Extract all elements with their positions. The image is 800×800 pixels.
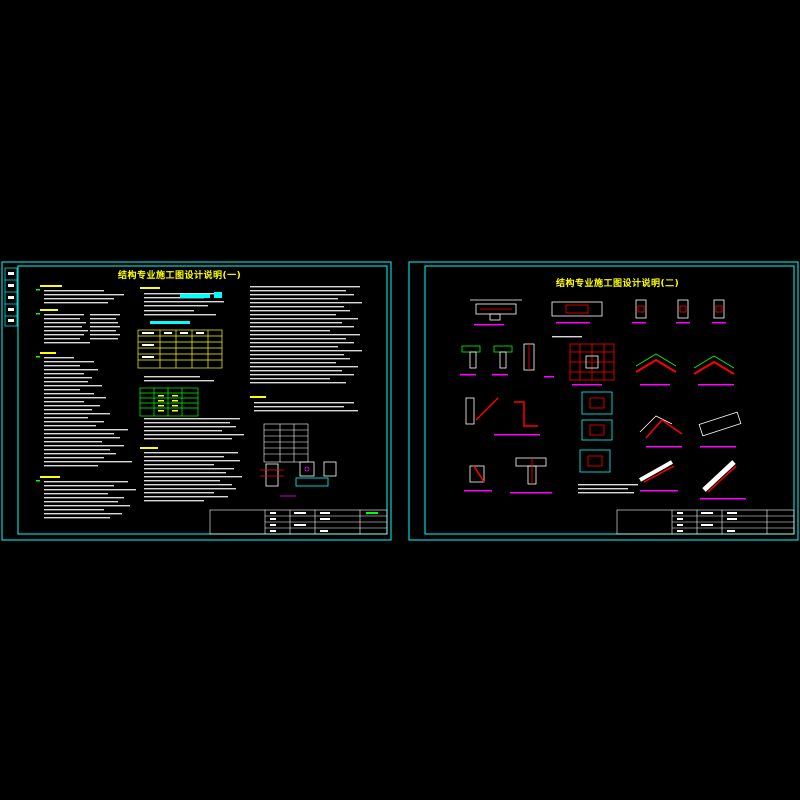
sheet-2-detail-labels bbox=[460, 322, 746, 500]
sheet-1-notes-column-2 bbox=[137, 287, 244, 502]
sheet-2 bbox=[408, 261, 799, 541]
sheet-1-title-block bbox=[209, 509, 388, 535]
sheet-2-title-block bbox=[616, 509, 795, 535]
sheet-1-inner-frame bbox=[17, 265, 388, 535]
sheet-1-yellow-table bbox=[137, 329, 223, 369]
sheet-2-details bbox=[461, 299, 742, 493]
sheet-1-green-table bbox=[139, 387, 199, 417]
sheet-1 bbox=[1, 261, 392, 541]
sheet-1-outer-frame bbox=[1, 261, 392, 541]
sheet-1-binding-strip bbox=[4, 267, 18, 327]
sheet-1-details bbox=[260, 461, 337, 497]
sheet-2-outer-frame bbox=[408, 261, 799, 541]
sheet-2-title: 结构专业施工图设计说明(二) bbox=[556, 279, 680, 289]
sheet-1-notes-column-3 bbox=[250, 286, 362, 497]
sheet-1-notes-column-1 bbox=[36, 285, 136, 519]
sheet-1-white-table bbox=[263, 423, 309, 463]
sheet-2-inner-frame bbox=[424, 265, 795, 535]
sheet-1-title: 结构专业施工图设计说明(一) bbox=[118, 271, 242, 281]
